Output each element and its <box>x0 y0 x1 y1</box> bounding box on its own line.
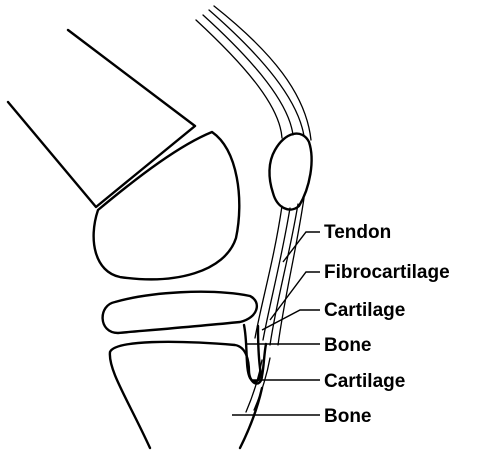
label-cartilage-lower: Cartilage <box>324 371 405 392</box>
tendon-fibers <box>196 6 311 345</box>
tibial-tubercle <box>244 325 260 382</box>
label-bone-upper: Bone <box>324 335 372 356</box>
patella <box>269 134 311 210</box>
femur-shaft <box>8 30 195 207</box>
tibia <box>110 342 266 448</box>
label-cartilage-upper: Cartilage <box>324 300 405 321</box>
label-bone-lower: Bone <box>324 406 372 427</box>
label-fibrocartilage: Fibrocartilage <box>324 262 450 283</box>
femoral-condyle <box>94 132 240 279</box>
meniscus <box>103 292 257 333</box>
label-tendon: Tendon <box>324 222 391 243</box>
leader-lines <box>232 232 320 415</box>
